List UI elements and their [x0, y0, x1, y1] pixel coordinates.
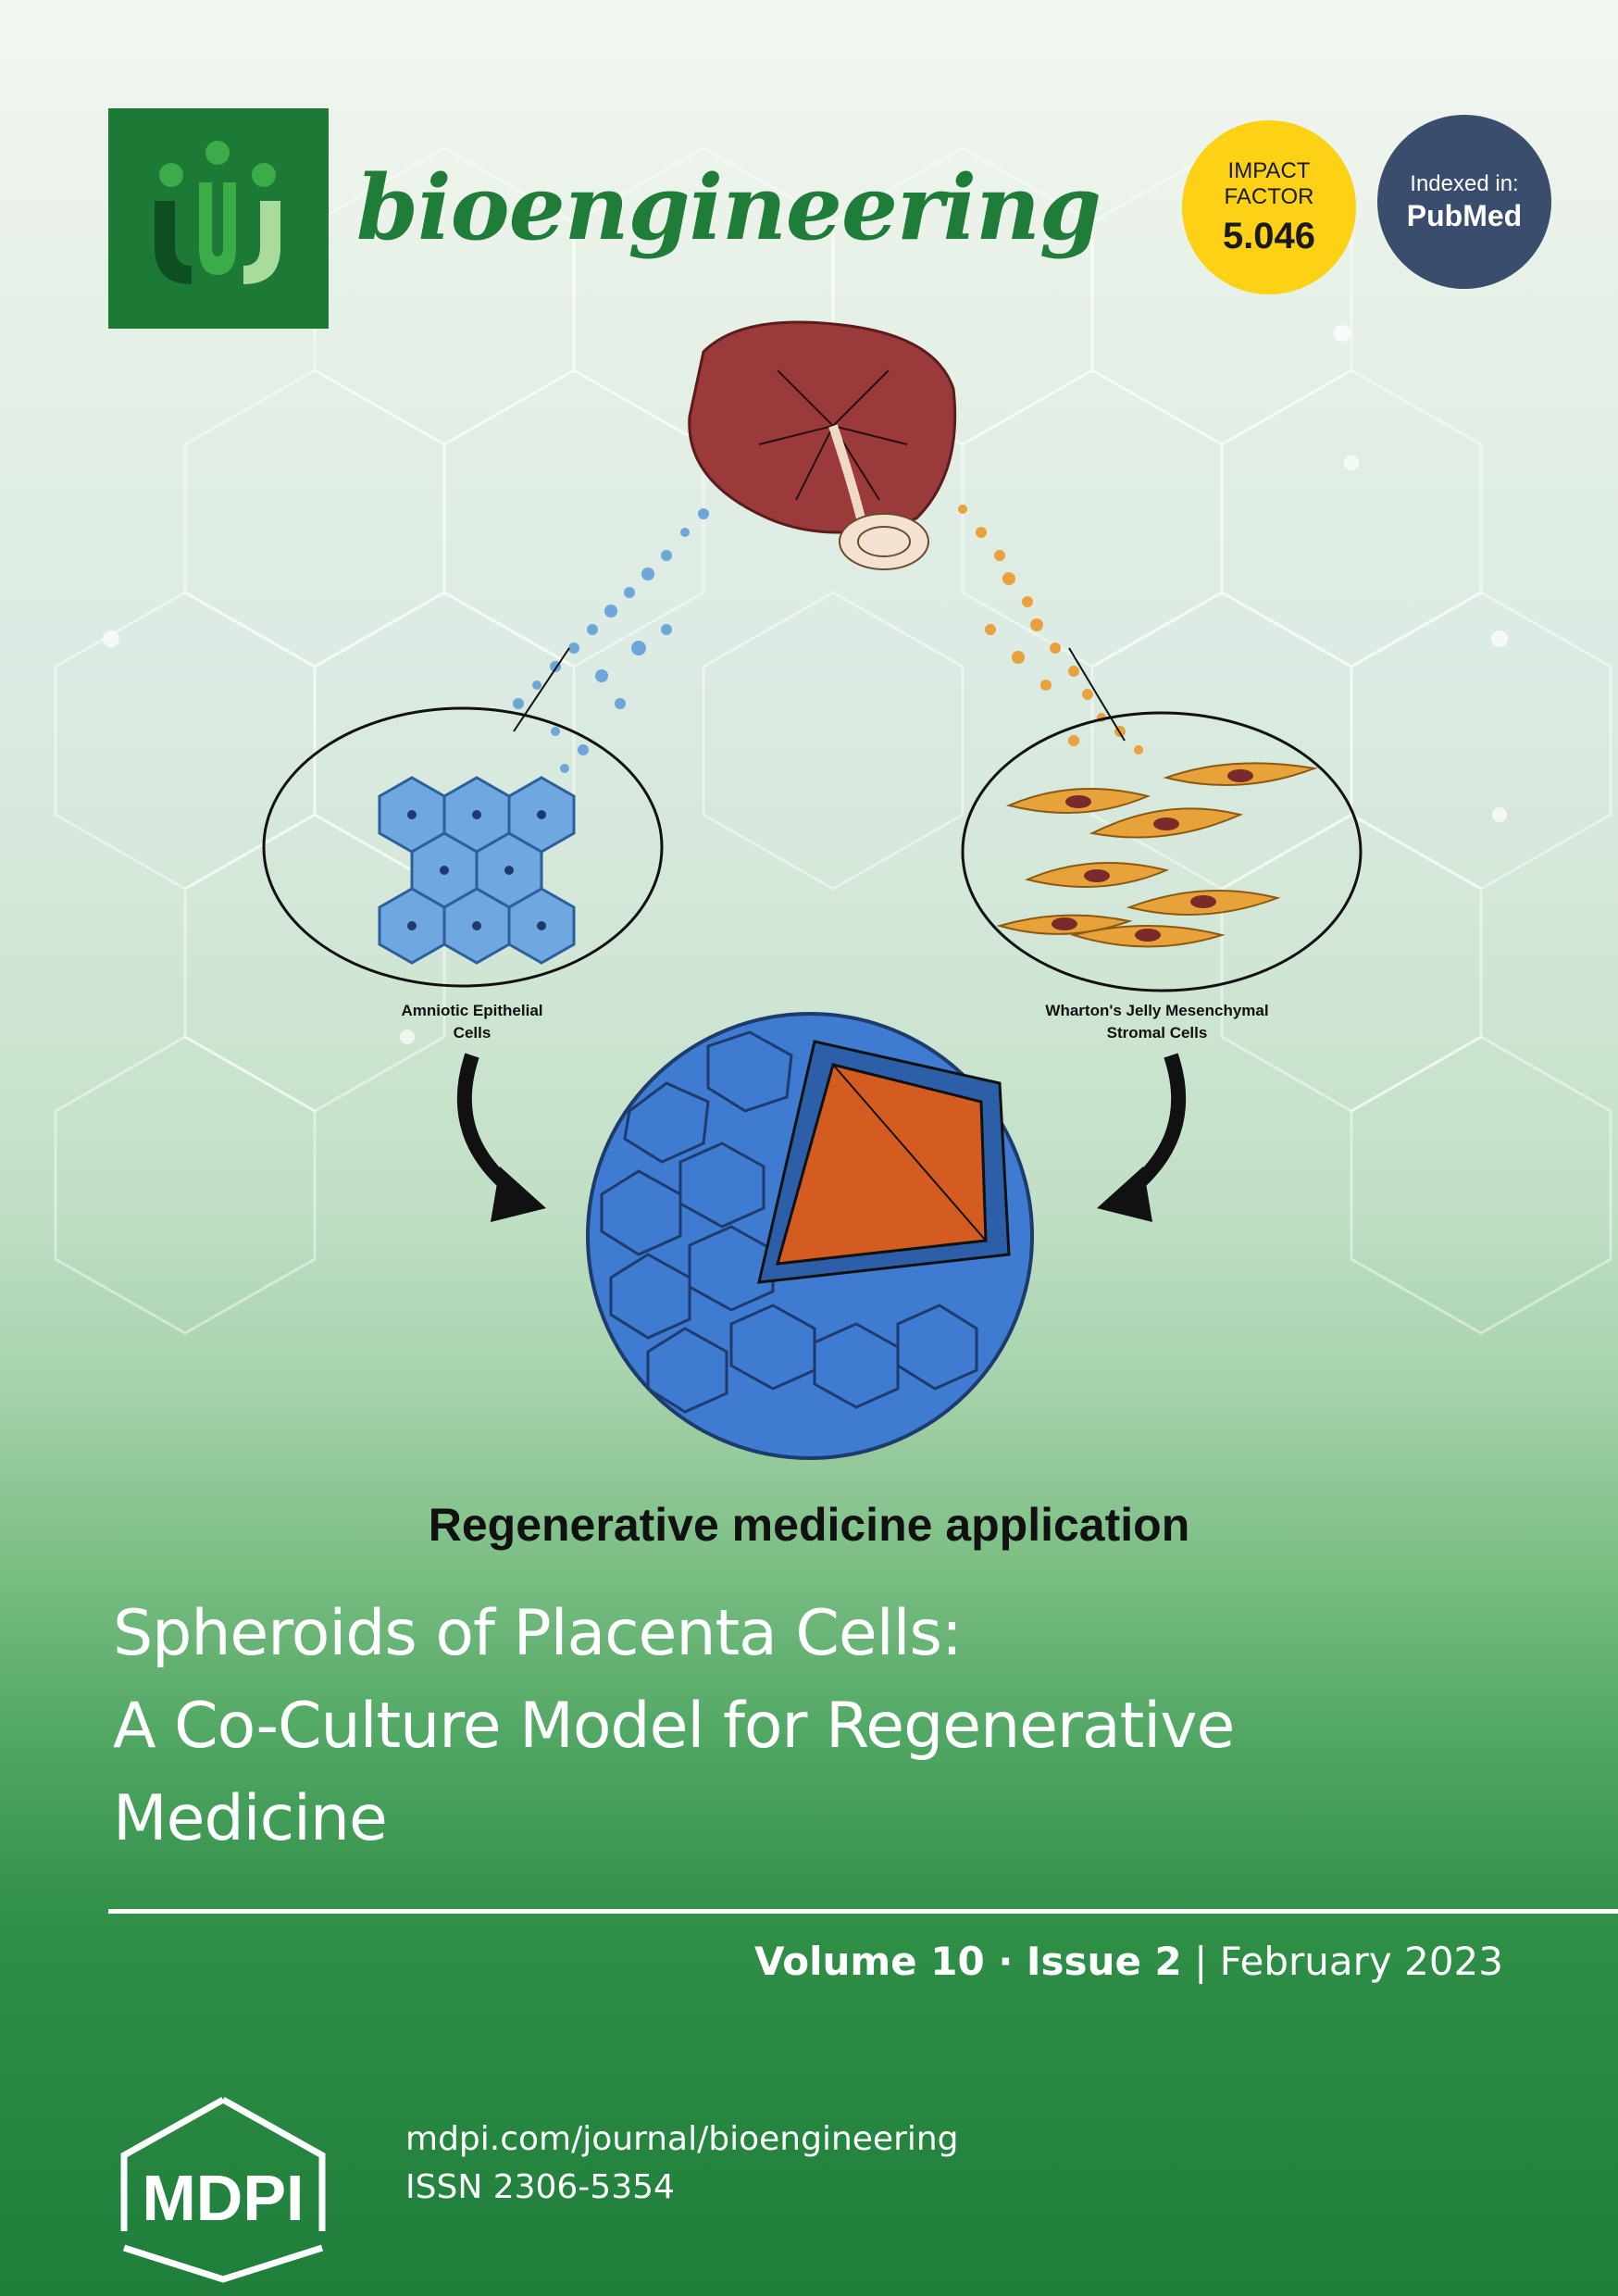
whartons-label-line1: Wharton's Jelly Mesenchymal	[1045, 1002, 1269, 1019]
mdpi-logo: MDPI	[120, 2096, 326, 2283]
title-divider	[108, 1909, 1618, 1914]
issue-info: Volume 10 · Issue 2 | February 2023	[754, 1939, 1503, 1984]
bioengineering-logo-icon	[155, 141, 280, 284]
impact-label-line2: FACTOR	[1224, 183, 1314, 209]
pubmed-label: PubMed	[1406, 199, 1523, 232]
figure-label-amniotic: Amniotic Epithelial Cells	[352, 1000, 592, 1044]
whartons-label-line2: Stromal Cells	[1106, 1024, 1208, 1042]
title-line2: A Co-Culture Model for Regenerative	[113, 1690, 1235, 1763]
journal-url[interactable]: mdpi.com/journal/bioengineering	[405, 2120, 959, 2158]
volume-label: Volume 10	[754, 1939, 985, 1984]
cover-figure: Amniotic Epithelial Cells Wharton's Jell…	[262, 320, 1363, 1551]
mdpi-logo-text: MDPI	[143, 2162, 305, 2234]
journal-name: bioengineering	[356, 156, 1101, 260]
issue-bar: |	[1181, 1939, 1220, 1984]
title-line1: Spheroids of Placenta Cells:	[113, 1597, 963, 1670]
figure-caption: Regenerative medicine application	[428, 1499, 1190, 1551]
issue-separator: ·	[984, 1939, 1027, 1984]
amniotic-label-line1: Amniotic Epithelial	[401, 1002, 543, 1019]
journal-logo	[108, 108, 329, 329]
title-line3: Medicine	[113, 1782, 388, 1855]
figure-label-whartons: Wharton's Jelly Mesenchymal Stromal Cell…	[1018, 1000, 1296, 1044]
impact-label-line1: IMPACT	[1227, 157, 1311, 183]
impact-factor-value: 5.046	[1222, 215, 1316, 256]
pubmed-badge: Indexed in: PubMed	[1377, 115, 1551, 289]
article-title: Spheroids of Placenta Cells: A Co-Cultur…	[113, 1588, 1548, 1866]
issue-label: Issue 2	[1026, 1939, 1182, 1984]
issue-date: February 2023	[1219, 1939, 1503, 1984]
footer-info: mdpi.com/journal/bioengineering ISSN 230…	[405, 2115, 959, 2212]
issn: ISSN 2306-5354	[405, 2168, 675, 2206]
indexed-in-label: Indexed in:	[1410, 171, 1519, 196]
placenta-illustration	[262, 320, 1363, 1460]
amniotic-label-line2: Cells	[453, 1024, 492, 1042]
impact-factor-badge: IMPACT FACTOR 5.046	[1182, 120, 1356, 294]
